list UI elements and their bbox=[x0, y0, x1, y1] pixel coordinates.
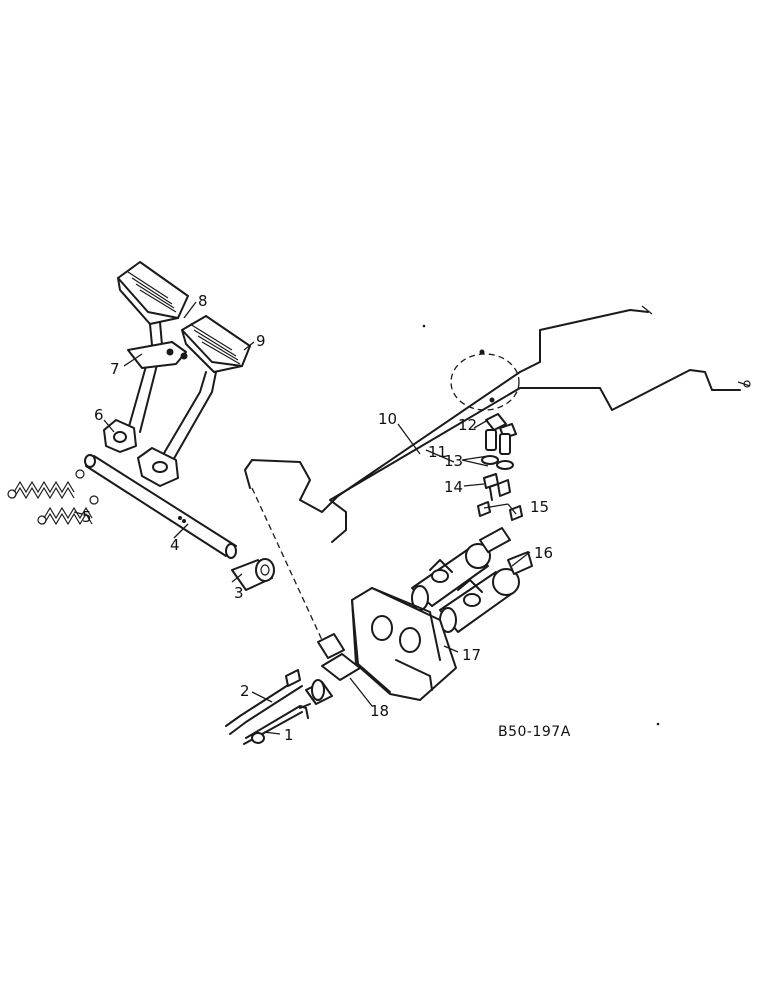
callout-1: 1 bbox=[284, 726, 294, 744]
callout-9: 9 bbox=[256, 332, 266, 350]
callout-16: 16 bbox=[534, 544, 553, 562]
callout-2: 2 bbox=[240, 682, 250, 700]
callout-4: 4 bbox=[170, 536, 180, 554]
bolts-14 bbox=[483, 473, 511, 501]
figure-code: B50-197A bbox=[498, 724, 571, 740]
brake-line-11 bbox=[329, 369, 751, 543]
callout-3: 3 bbox=[234, 584, 244, 602]
dashed-connector bbox=[251, 487, 323, 641]
mounting-bracket-17 bbox=[351, 587, 457, 701]
callout-14: 14 bbox=[444, 478, 463, 496]
cross-shaft-4 bbox=[84, 454, 237, 559]
pedal-bracket-7 bbox=[127, 341, 188, 369]
callout-6: 6 bbox=[94, 406, 104, 424]
callout-17: 17 bbox=[462, 646, 481, 664]
callout-12: 12 bbox=[458, 416, 477, 434]
brake-line-10 bbox=[244, 305, 653, 513]
right-pedal bbox=[137, 315, 251, 487]
callout-5: 5 bbox=[82, 508, 92, 526]
callout-13: 13 bbox=[444, 452, 463, 470]
line-clip-2 bbox=[489, 397, 495, 403]
callout-11: 11 bbox=[428, 443, 447, 461]
scan-speck bbox=[422, 324, 426, 328]
line-clip bbox=[479, 349, 485, 355]
detail-circle bbox=[450, 353, 520, 411]
left-pedal bbox=[103, 261, 189, 453]
callout-15: 15 bbox=[530, 498, 549, 516]
callout-8: 8 bbox=[198, 292, 208, 310]
callout-18: 18 bbox=[370, 702, 389, 720]
master-cylinder-upper bbox=[411, 527, 511, 611]
leader-lines bbox=[73, 301, 531, 735]
short-brake-line bbox=[225, 669, 309, 745]
return-springs-5 bbox=[7, 469, 99, 526]
sleeves-13 bbox=[481, 429, 514, 470]
scan-speck-2 bbox=[656, 722, 660, 726]
slave-cylinder-18 bbox=[299, 633, 361, 709]
callout-7: 7 bbox=[110, 360, 120, 378]
callout-10: 10 bbox=[378, 410, 397, 428]
bushing-3 bbox=[231, 558, 275, 591]
